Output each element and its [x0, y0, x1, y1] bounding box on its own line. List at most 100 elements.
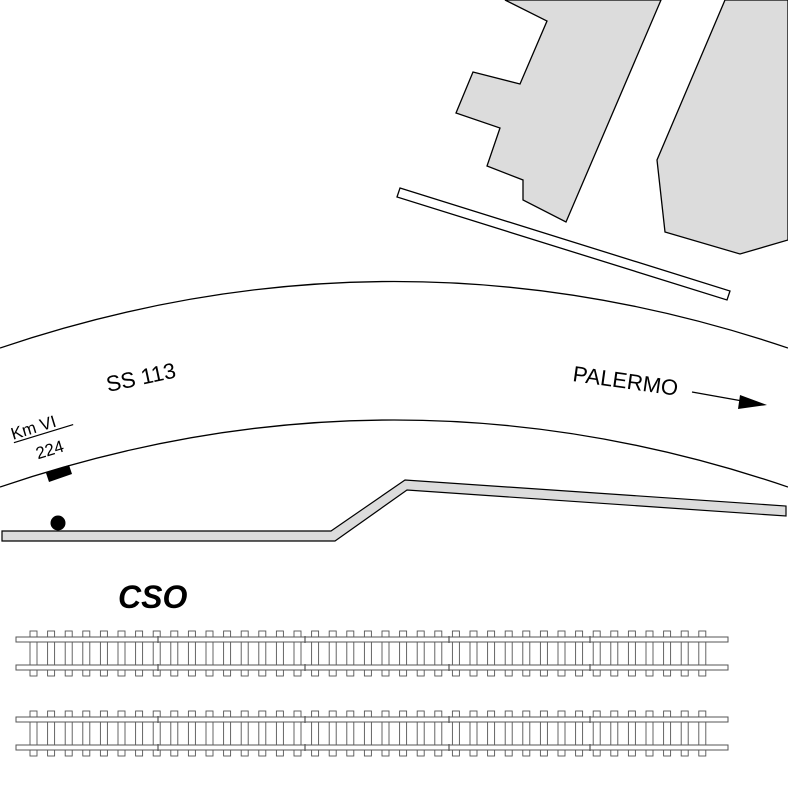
- railway-tie: [504, 710, 513, 757]
- platform-strip: [396, 187, 731, 301]
- milestone-marker-icon: [46, 465, 72, 482]
- railway-tie: [135, 630, 144, 677]
- milestone-underline: [13, 423, 74, 444]
- track-2: [15, 710, 729, 757]
- railway-tie: [610, 710, 619, 757]
- railway-tie: [451, 710, 460, 757]
- railway-tie: [205, 630, 214, 677]
- railway-tie: [275, 710, 284, 757]
- railway-tie: [399, 710, 408, 757]
- railway-tie: [47, 630, 56, 677]
- railway-tie: [29, 710, 38, 757]
- arrow-right-icon: [691, 391, 767, 409]
- railway-tie: [363, 710, 372, 757]
- railway-tie: [663, 710, 672, 757]
- railway-tie: [275, 630, 284, 677]
- railway-tie: [434, 710, 443, 757]
- railway-tie: [117, 710, 126, 757]
- railway-tie: [223, 710, 232, 757]
- railway-tie: [240, 710, 249, 757]
- railway-tie: [680, 630, 689, 677]
- railway-tie: [451, 630, 460, 677]
- railway-tie: [82, 630, 91, 677]
- railway-tie: [170, 710, 179, 757]
- track-2-rail-south: [15, 744, 729, 751]
- station-label: CSO: [118, 579, 187, 615]
- railway-tie: [82, 710, 91, 757]
- railway-tie: [258, 630, 267, 677]
- railway-tie: [47, 710, 56, 757]
- building-right: [656, 0, 788, 255]
- railway-tie: [645, 710, 654, 757]
- railway-tie: [187, 630, 196, 677]
- railway-tie: [311, 710, 320, 757]
- railway-tie: [698, 710, 707, 757]
- railway-tie: [152, 710, 161, 757]
- railway-tie: [627, 710, 636, 757]
- railway-tie: [170, 630, 179, 677]
- direction-label: PALERMO: [571, 361, 679, 401]
- railway-tie: [698, 630, 707, 677]
- track-1-ties: [29, 630, 707, 677]
- railway-tie: [592, 710, 601, 757]
- track-1-rail-north: [15, 636, 729, 643]
- railway-tie: [328, 630, 337, 677]
- railway-tie: [539, 630, 548, 677]
- railway-tie: [469, 710, 478, 757]
- railway-tie: [557, 630, 566, 677]
- railway-tie: [592, 630, 601, 677]
- railway-tie: [64, 630, 73, 677]
- railway-tie: [293, 630, 302, 677]
- railway-tie: [64, 710, 73, 757]
- railway-tie: [539, 710, 548, 757]
- railway-tie: [346, 710, 355, 757]
- railway-tie: [469, 630, 478, 677]
- railway-tie: [504, 630, 513, 677]
- railway-tie: [258, 710, 267, 757]
- railway-tie: [346, 630, 355, 677]
- wall: [1, 479, 787, 542]
- railway-tie: [487, 630, 496, 677]
- railway-tie: [645, 630, 654, 677]
- railway-tie: [240, 630, 249, 677]
- railway-tie: [152, 630, 161, 677]
- track-1-rail-south: [15, 664, 729, 671]
- railway-tie: [522, 630, 531, 677]
- railway-tie: [135, 710, 144, 757]
- railway-tie: [187, 710, 196, 757]
- railway-tie: [575, 630, 584, 677]
- railway-tie: [223, 630, 232, 677]
- railway-tie: [311, 630, 320, 677]
- railway-tie: [627, 630, 636, 677]
- railway-tie: [381, 630, 390, 677]
- road-edge-south: [0, 419, 788, 488]
- railway-tie: [363, 630, 372, 677]
- track-1: [15, 630, 729, 677]
- railway-tie: [487, 710, 496, 757]
- railway-tie: [663, 630, 672, 677]
- railway-tie: [29, 630, 38, 677]
- railway-tie: [557, 710, 566, 757]
- railway-tie: [434, 630, 443, 677]
- railway-tie: [99, 630, 108, 677]
- railway-tie: [575, 710, 584, 757]
- building-left: [455, 0, 662, 223]
- railway-tie: [293, 710, 302, 757]
- location-dot-icon: [50, 515, 66, 531]
- railway-tie: [610, 630, 619, 677]
- railway-tie: [399, 630, 408, 677]
- road-label: SS 113: [104, 358, 178, 397]
- railway-tie: [205, 710, 214, 757]
- railway-tie: [416, 630, 425, 677]
- milestone-line2: 224: [33, 437, 66, 463]
- track-2-ties: [29, 710, 707, 757]
- road-edge-north: [0, 280, 788, 349]
- railway-tie: [522, 710, 531, 757]
- railway-tie: [328, 710, 337, 757]
- railway-tie: [117, 630, 126, 677]
- track-2-rail-north: [15, 716, 729, 723]
- railway-tie: [99, 710, 108, 757]
- railway-tie: [680, 710, 689, 757]
- railway-tie: [416, 710, 425, 757]
